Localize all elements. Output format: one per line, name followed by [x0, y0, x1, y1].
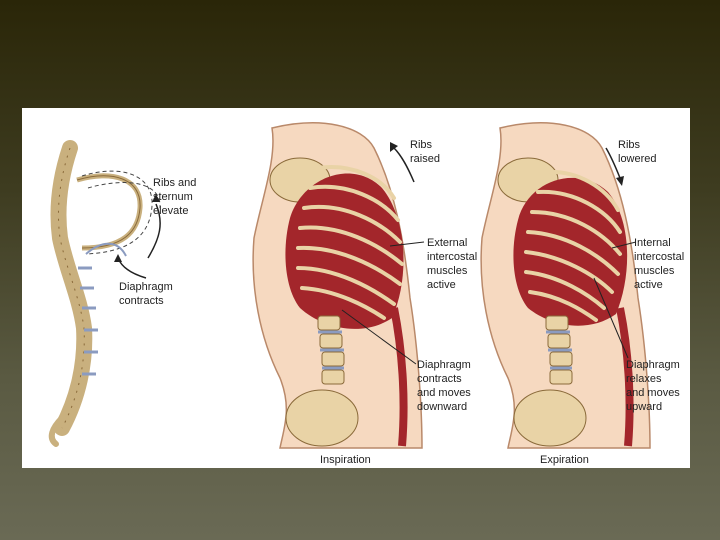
- ribs-lowered-label: Ribs lowered: [618, 138, 657, 166]
- diaphragm-up-label: Diaphragm relaxes and moves upward: [626, 358, 680, 414]
- vertebral-column: [52, 148, 98, 444]
- pelvis: [286, 390, 358, 446]
- diaphragm-contracts-label: Diaphragm contracts: [119, 280, 173, 308]
- figure-panel: Ribs and sternum elevate Diaphragm contr…: [22, 108, 690, 468]
- external-intercostal-label: External intercostal muscles active: [427, 236, 477, 292]
- diaphragm-arrow: [114, 254, 146, 278]
- inspiration-caption: Inspiration: [320, 454, 371, 466]
- inspiration-torso: [253, 123, 424, 448]
- expiration-torso: [481, 123, 650, 448]
- internal-intercostal-label: Internal intercostal muscles active: [634, 236, 684, 292]
- ribs-sternum-label: Ribs and sternum elevate: [153, 176, 196, 218]
- diaphragm-down-label: Diaphragm contracts and moves downward: [417, 358, 471, 414]
- pelvis: [514, 390, 586, 446]
- ribs-raised-label: Ribs raised: [410, 138, 440, 166]
- expiration-caption: Expiration: [540, 454, 589, 466]
- rib-cage-outline: [77, 171, 160, 256]
